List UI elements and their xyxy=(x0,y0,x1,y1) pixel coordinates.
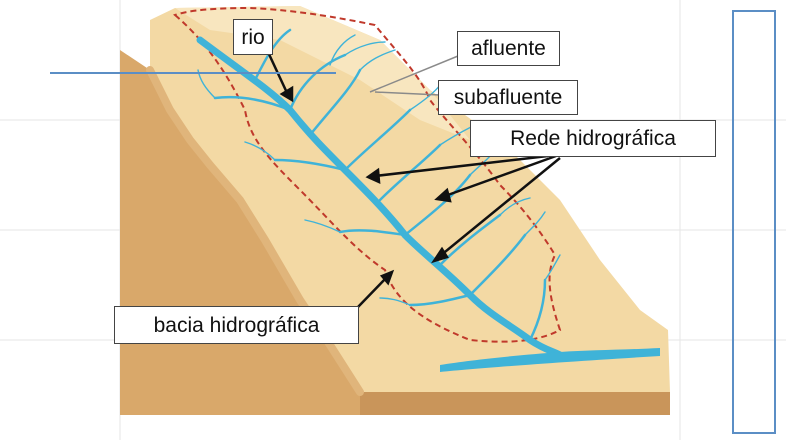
sub-tributary-network xyxy=(197,34,561,306)
label-subafluente: subafluente xyxy=(438,80,578,115)
terrain-ridge-highlight xyxy=(175,6,470,140)
basin-boundary xyxy=(173,6,562,343)
annotation-leader-lines xyxy=(369,55,459,96)
label-afluente: afluente xyxy=(457,31,560,66)
label-bacia-hidrografica: bacia hidrográfica xyxy=(114,306,359,344)
label-rede-hidrografica: Rede hidrográfica xyxy=(470,120,716,157)
terrain-base-slab xyxy=(360,392,670,415)
side-rectangle-shape xyxy=(732,10,776,434)
river-outflow xyxy=(440,348,660,372)
label-rio: rio xyxy=(233,19,273,55)
